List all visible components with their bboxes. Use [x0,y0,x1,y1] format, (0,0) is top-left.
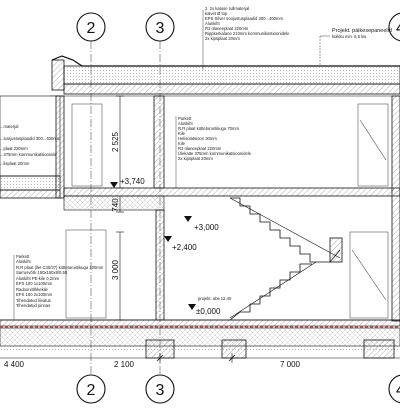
roof-layer-5: Rippkerkalane 210mm kommunikatsioonidele [205,31,290,36]
solar-note: Projekt. päikesepaneelid koikku min. 6,6… [319,28,392,66]
roof-layer-1: kalvet Ø top [205,11,228,16]
windows [65,103,389,319]
upper-layer-8: 2x kipsplaat 20mm [178,156,213,161]
elev-ground-marker: ±0,000 [188,304,221,316]
elev-mid-marker: +2,400 [164,236,197,252]
dim-bottom-mid: 2 100 [114,360,135,369]
grid-axis-3-top-label: 3 [156,20,165,37]
grid-axis-4-bottom: 4 [388,374,400,404]
elev-landing: +3,000 [194,223,219,232]
upper-layer-0: Parkett [178,116,192,121]
ground-layer-2: R.R plaat (llet C30/37) küttetorustikuga… [16,265,104,270]
elev-landing-marker: +3,000 [184,216,219,232]
upper-floor-beam [63,195,165,211]
grid-axis-2-top-label: 2 [87,20,96,37]
ground-floor [0,319,400,352]
axis-3-column-lower [155,209,165,321]
upper-layer-4: Helisolatsioon 30mm [178,136,217,141]
upper-layer-3: Kile [178,131,186,136]
ground-layer-8: Tihendatud liivatus [16,298,51,303]
right-wall [391,95,400,322]
grid-axis-2-bottom: 2 [76,374,106,404]
ground-layer-0: Parkett [16,254,30,259]
grid-axis-3-bottom: 3 [145,374,175,404]
upper-layer-1: Aluskiht [178,121,193,126]
left-layer-note: ...materjal ...soojustusplaadid 300...40… [0,124,61,166]
upper-layer-7: Ülekatte 375mm kommunikatsioonidele [178,151,252,156]
ground-layer-4: Aluskiht PE-kile 0,2mm [16,276,60,281]
bottom-dimension-line [0,353,400,363]
roof-layer-3: Aluskiht [205,21,220,26]
stair [229,197,343,321]
upper-floor-slab [63,187,400,197]
left-layer-2: ...plaat 220mm [0,146,28,151]
upper-layer-5: Kile [178,141,186,146]
roof-layer-4: R3 ülaneeplaat 220mm [205,26,249,31]
grid-axis-4-bottom-label: 4 [396,382,400,399]
roof-layer-note: 2. 2x katuse rullmaterjal kalvet Ø top E… [202,6,290,70]
left-layer-1: ...soojustusplaadid 300...400mm [0,136,61,141]
solar-power-label: koikku min. 6,6 kw [332,34,367,39]
ground-layer-9: Tihendatud pinnas [16,303,50,308]
axis-3-column-upper [153,95,165,189]
roof-slab [63,83,400,95]
grid-axis-4-top-label: 4 [396,20,400,37]
ground-layer-6: Radoonitõkkekile [16,287,49,292]
upper-floor-layer-note: Parkett Aluskiht R.R plaat küttetorustik… [175,116,252,188]
elev-upper: +3,740 [120,177,145,186]
dim-lower-height: 3 000 [111,259,120,280]
dim-slab: 740 [111,198,120,212]
grid-axis-2-bottom-label: 2 [87,382,96,399]
dim-upper-height: 2 525 [111,131,120,152]
elev-mid: +2,400 [172,243,197,252]
ground-floor-layer-note: Parkett Aluskiht R.R plaat (llet C30/37)… [13,254,104,320]
roof-layer-0: 2. 2x katuse rullmaterjal [205,6,249,11]
left-column [55,95,65,199]
dim-bottom-right: 7 000 [280,360,301,369]
grid-axis-3-bottom-label: 3 [156,382,165,399]
ground-ref-label: projekt. abs 12.40 [198,296,232,301]
upper-layer-6: R3 ülaneeplaat 220mm [178,146,222,151]
left-layer-3: ...375mm kommunikatsioonide [0,152,57,157]
vertical-dim-lines [116,95,124,321]
grid-axis-2-top: 2 [76,12,106,42]
roof-insulation [63,65,400,85]
grid-axis-4-top: 4 [388,12,400,42]
grid-axis-3-top: 3 [145,12,175,42]
upper-layer-2: R.R plaat küttetorustikuga 70mm [178,126,239,131]
elev-ground: ±0,000 [196,307,221,316]
ground-layer-5: EPS 100 1x100mm [16,281,53,286]
solar-panels-label: Projekt. päikesepaneelid [332,28,392,34]
elev-upper-marker: +3,740 [110,177,145,188]
left-layer-0: ...materjal [0,124,18,129]
left-cantilever [0,95,61,199]
dim-bottom-left: 4 400 [4,360,25,369]
roof-layer-6: 2x kipsplaat 20mm [205,36,240,41]
ground-layer-1: Aluskiht [16,259,31,264]
left-layer-4: ...lisplaat 20mm [0,161,30,166]
ground-layer-3: Sarrusvõrk 150x150x8/0.50 [16,270,68,275]
ground-layer-7: EPS 100 2x100mm [16,292,53,297]
roof-layer-2: EPS Silver soojustusplaadid 300...400mm [205,16,283,21]
